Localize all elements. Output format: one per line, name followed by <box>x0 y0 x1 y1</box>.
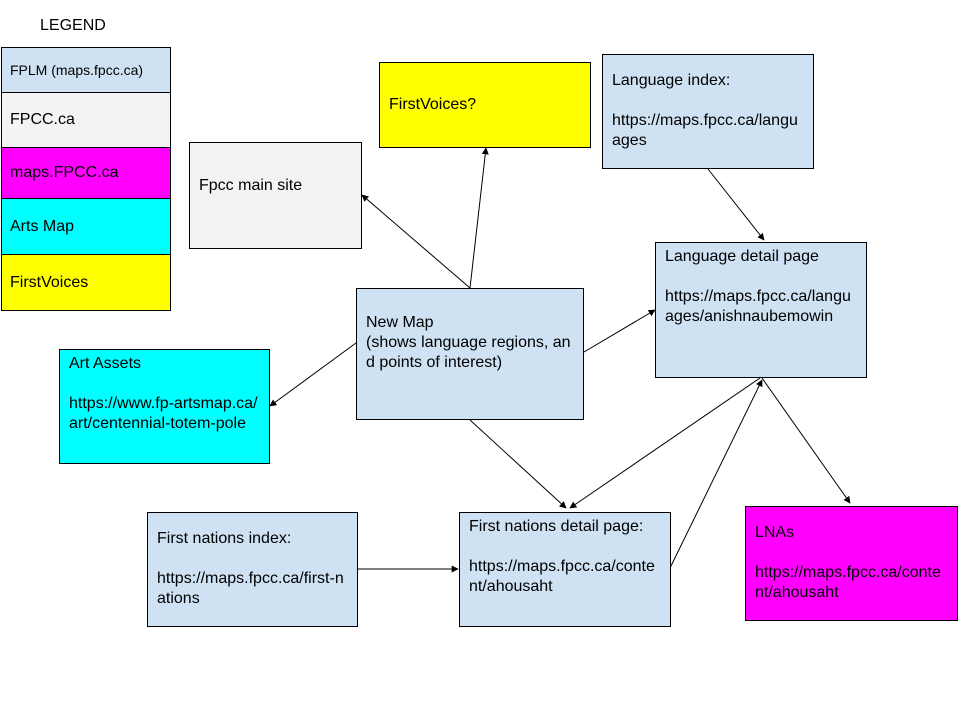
edge-language-index-to-language-detail <box>707 168 765 241</box>
edge-new-map-to-firstvoices <box>469 147 489 289</box>
edge-new-map-to-fpcc-main <box>361 194 471 289</box>
node-first-nations-detail-page: First nations detail page: https://maps.… <box>459 512 671 627</box>
node-language-detail-page: Language detail page https://maps.fpcc.c… <box>655 242 867 378</box>
legend-item-maps-fpcc: maps.FPCC.ca <box>1 147 171 199</box>
node-fpcc-main-site: Fpcc main site <box>189 142 362 249</box>
edge-new-map-to-first-nations-detail <box>469 419 567 509</box>
legend-item-firstvoices: FirstVoices <box>1 254 171 311</box>
legend-item-arts-map: Arts Map <box>1 198 171 255</box>
edge-language-detail-to-first-nations-detail <box>569 377 761 509</box>
node-first-nations-index: First nations index: https://maps.fpcc.c… <box>147 512 358 627</box>
edge-new-map-to-art-assets <box>269 342 357 407</box>
node-new-map: New Map (shows language regions, and poi… <box>356 288 584 420</box>
node-lnas: LNAs https://maps.fpcc.ca/content/ahousa… <box>745 506 958 621</box>
legend-item-fpcc: FPCC.ca <box>1 92 171 148</box>
node-firstvoices: FirstVoices? <box>379 62 591 148</box>
node-art-assets: Art Assets https://www.fp-artsmap.ca/art… <box>59 349 270 464</box>
edge-new-map-to-language-detail <box>583 309 656 353</box>
legend-item-fplm: FPLM (maps.fpcc.ca) <box>1 47 171 93</box>
legend-title: LEGEND <box>40 17 106 34</box>
node-language-index: Language index: https://maps.fpcc.ca/lan… <box>602 54 814 169</box>
edge-language-detail-to-lnas <box>761 377 851 504</box>
